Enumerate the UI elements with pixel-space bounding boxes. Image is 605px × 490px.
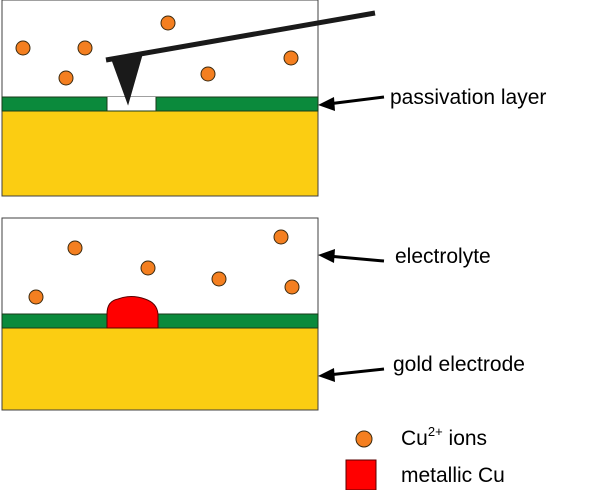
top-opening — [106, 97, 157, 112]
bottom-ions — [28, 229, 300, 305]
top-passivation-left — [1, 96, 108, 112]
gold-electrode-label: gold electrode — [393, 353, 525, 376]
ion — [58, 70, 74, 86]
ion — [67, 240, 83, 256]
cantilever — [105, 10, 376, 63]
legend-ion-rest: ions — [443, 427, 487, 450]
top-passivation-right — [155, 96, 319, 112]
bottom-electrolyte — [1, 217, 319, 315]
legend-ion-label: Cu2+ ions — [401, 424, 487, 450]
ion — [140, 260, 156, 276]
ion — [273, 229, 289, 245]
passivation-arrow-icon — [318, 95, 385, 111]
ion — [283, 50, 299, 66]
bottom-passivation-right — [157, 313, 319, 329]
ion — [284, 279, 300, 295]
legend-ion-base: Cu — [401, 427, 428, 450]
ion — [211, 271, 227, 287]
ion — [160, 15, 176, 31]
ion — [200, 66, 216, 82]
legend-ion-icon — [355, 430, 373, 448]
legend-metallic-cu-icon — [345, 459, 377, 490]
ion — [28, 289, 44, 305]
bottom-passivation-left — [1, 313, 108, 329]
electrolyte-arrow-icon — [318, 249, 385, 263]
legend-metallic-cu-label: metallic Cu — [401, 464, 505, 487]
legend: Cu2+ ions metallic Cu — [345, 424, 505, 490]
electrolyte-label: electrolyte — [395, 245, 491, 268]
legend-ion-superscript: 2+ — [428, 424, 443, 439]
bottom-panel — [1, 217, 319, 411]
bottom-gold-electrode — [1, 327, 319, 411]
passivation-layer-label: passivation layer — [390, 86, 546, 109]
metallic-cu-deposit — [106, 296, 159, 329]
gold-arrow-icon — [318, 367, 385, 382]
arrows — [318, 95, 385, 382]
top-gold-electrode — [1, 110, 319, 197]
top-panel — [1, 0, 376, 197]
top-ions — [15, 15, 299, 86]
ion — [77, 40, 93, 56]
tip-icon — [111, 54, 143, 106]
ion — [15, 40, 31, 56]
afm-tip — [105, 10, 376, 106]
